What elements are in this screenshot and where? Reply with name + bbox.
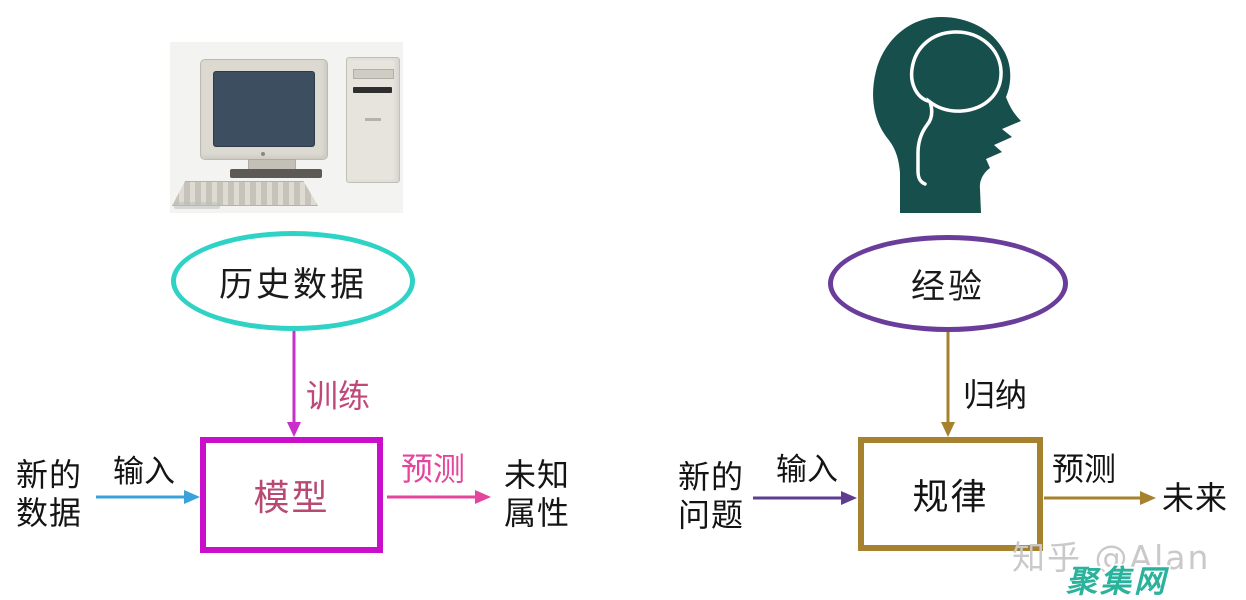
future-text: 未来: [1162, 479, 1229, 517]
tower-badge-shape: [365, 118, 381, 121]
train-label: 训练: [306, 377, 371, 415]
induce-arrow: [941, 332, 955, 437]
model-label: 模型: [253, 478, 330, 519]
train-arrow: [287, 331, 301, 437]
keyboard-shape: [172, 181, 318, 206]
experience-ellipse: 经验: [828, 235, 1068, 332]
head-brain-illustration: [873, 17, 1021, 213]
monitor-screen-shape: [213, 71, 315, 147]
historical-data-label: 历史数据: [219, 264, 367, 305]
rule-box: 规律: [858, 437, 1043, 551]
watermark-credit: 知乎 @Alan: [1012, 538, 1211, 577]
cd-slot-shape: [353, 87, 392, 93]
crt-monitor-shape: [200, 59, 328, 160]
predict-arrow-left: [387, 490, 491, 504]
input-label-right: 输入: [776, 452, 838, 488]
new-problem-text: 新的 问题: [678, 458, 745, 534]
historical-data-ellipse: 历史数据: [171, 231, 415, 331]
induce-label: 归纳: [963, 376, 1028, 414]
experience-label: 经验: [911, 267, 985, 307]
computer-photo: [170, 42, 403, 213]
tower-case-shape: [346, 57, 400, 183]
photo-watermark-blur: [174, 202, 220, 209]
predict-label-right: 预测: [1052, 450, 1117, 488]
input-arrow-right: [753, 491, 857, 505]
input-label-left: 输入: [113, 454, 175, 490]
predict-label-left: 预测: [401, 450, 466, 488]
rule-label: 规律: [912, 477, 989, 518]
model-box: 模型: [200, 437, 383, 553]
unknown-attribute-text: 未知 属性: [504, 456, 571, 532]
floppy-slot-shape: [353, 69, 394, 79]
monitor-logo-dot: [261, 152, 265, 156]
input-arrow-left: [96, 490, 200, 504]
new-data-text: 新的 数据: [16, 456, 83, 532]
watermark-site: 聚集网: [1066, 564, 1168, 600]
monitor-base-shape: [230, 169, 322, 178]
predict-arrow-right: [1044, 491, 1156, 505]
